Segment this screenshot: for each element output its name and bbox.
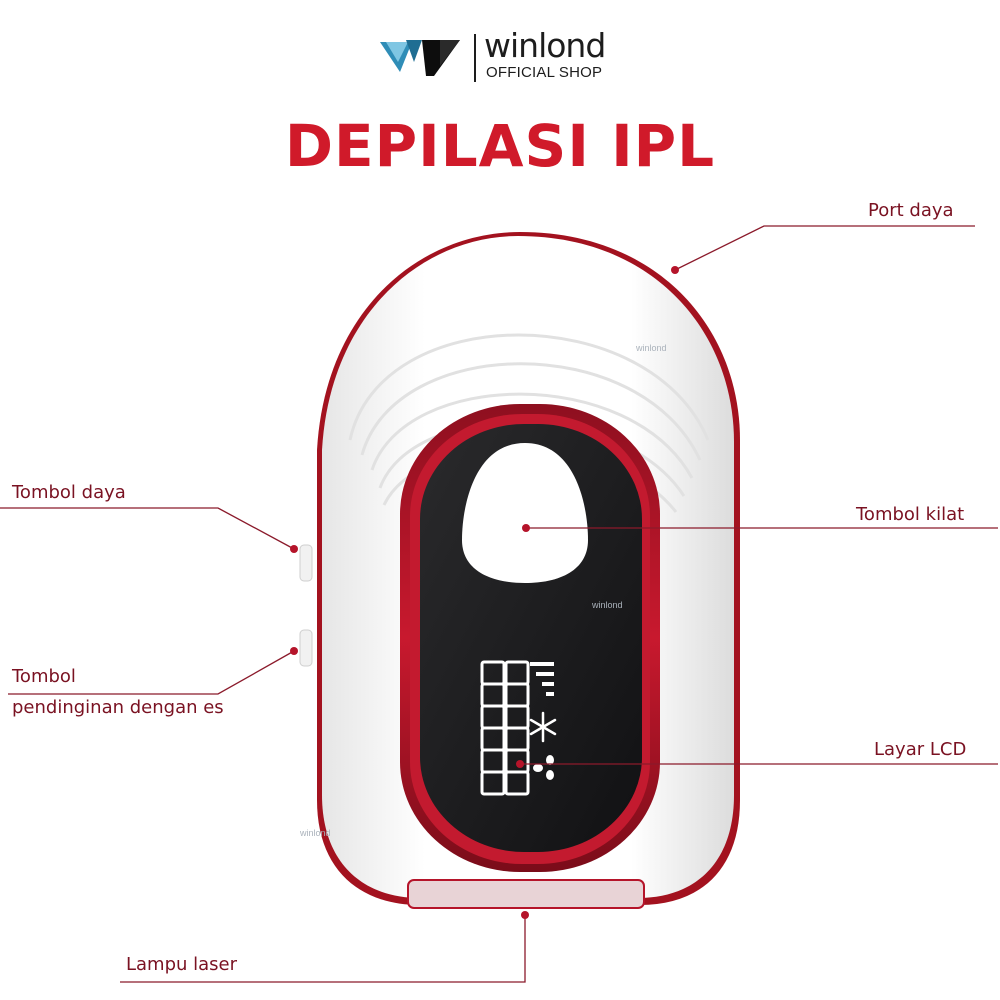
- label-lampu-laser: Lampu laser: [126, 954, 238, 975]
- watermark: winlond: [592, 600, 623, 610]
- watermark: winlond: [300, 828, 331, 838]
- cooling-button: [299, 629, 313, 667]
- label-tombol-pendingin-line1: Tombol: [12, 666, 76, 687]
- flash-button: [462, 443, 588, 583]
- page-title: DEPILASI IPL: [284, 112, 716, 180]
- watermark: winlond: [636, 343, 667, 353]
- brand-logo: [380, 34, 476, 82]
- lcd-digits: [480, 660, 530, 796]
- laser-lamp-window: [407, 879, 645, 909]
- power-button: [299, 544, 313, 582]
- label-tombol-kilat: Tombol kilat: [856, 504, 965, 525]
- label-layar-lcd: Layar LCD: [874, 739, 967, 760]
- winlond-wv-logo-icon: [380, 40, 460, 76]
- brand-name: winlond: [484, 26, 606, 65]
- label-tombol-daya: Tombol daya: [12, 482, 126, 503]
- brand-subtitle: OFFICIAL SHOP: [486, 64, 603, 81]
- label-port-daya: Port daya: [868, 200, 954, 221]
- signal-bars-icon: [530, 662, 554, 696]
- label-tombol-pendingin-line2: pendinginan dengan es: [12, 697, 224, 718]
- snowflake-icon: [529, 711, 557, 743]
- dots-icon: [533, 755, 554, 780]
